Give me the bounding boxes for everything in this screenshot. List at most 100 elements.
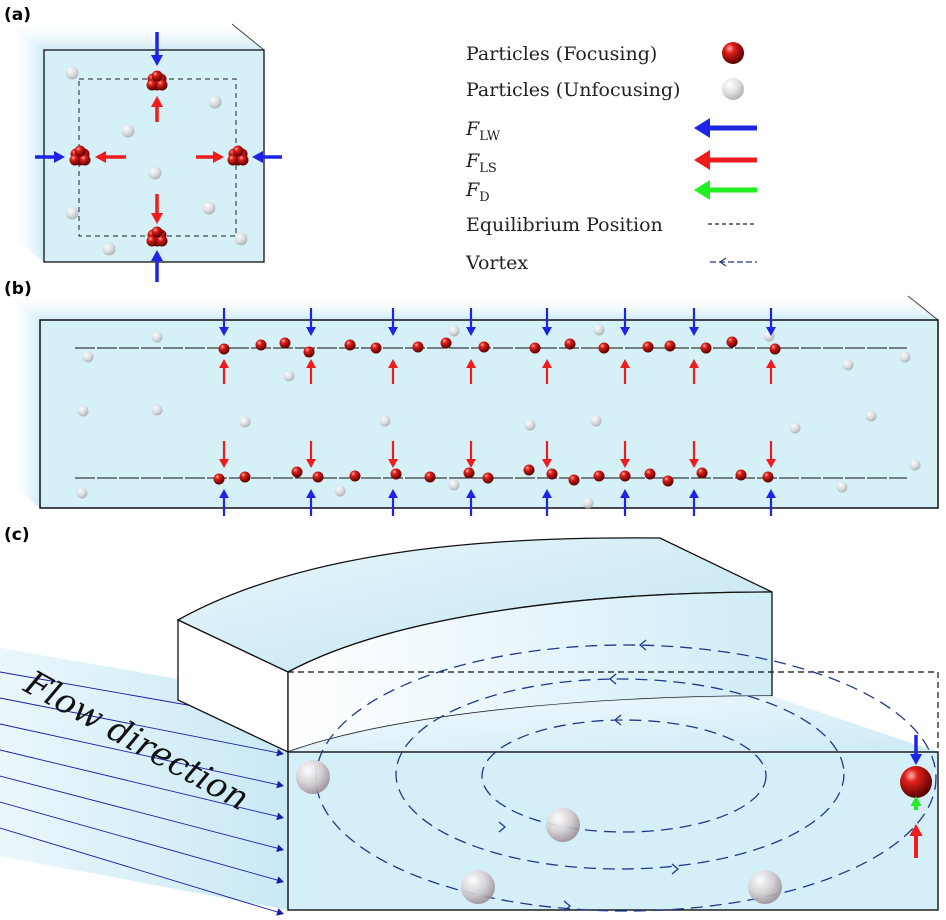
unfocusing-particle-b-20 (836, 481, 848, 493)
flow-line-5 (0, 801, 284, 884)
panel-a-edge (231, 23, 265, 51)
expansion-dashed-outline (288, 671, 939, 752)
focus-drag-arrow (910, 796, 922, 810)
unfocusing-particle-b-11 (379, 415, 391, 427)
lower-focusing-particle-3 (312, 471, 324, 483)
large-unfocusing-particle-1 (546, 808, 580, 842)
lower-shear-lift-arrow-0-head (219, 459, 229, 468)
cluster-right-particle-5 (232, 145, 244, 157)
cluster-top (146, 70, 168, 91)
flow-line-1-shaft (0, 697, 278, 754)
lower-shear-lift-arrow-6-head (689, 459, 699, 468)
legend-flw-symbol: F (465, 118, 480, 140)
upper-focusing-particle-0 (218, 343, 230, 355)
upper-shear-lift-arrow-7 (766, 359, 776, 384)
left-wall-lift-arrow (35, 150, 65, 164)
cluster-right-particle-4 (237, 154, 249, 166)
lower-wall-lift-arrow-4-head (542, 489, 552, 498)
lower-shear-lift-arrow-7-head (766, 459, 776, 468)
legend-label-fls: FLS (465, 150, 497, 176)
focus-shear-lift-arrow (909, 824, 923, 858)
upper-shear-lift-arrow-4-head (542, 359, 552, 368)
upper-wall-lift-arrow-3 (466, 308, 476, 336)
unfocusing-particle-b-6 (842, 359, 854, 371)
lower-shear-lift-arrow-4-head (542, 459, 552, 468)
upper-wall-lift-arrow-5-head (620, 327, 630, 336)
lower-focusing-particle-16 (696, 467, 708, 479)
unfocusing-particle-b-19 (582, 497, 594, 509)
flow-line-5-head (276, 876, 284, 884)
bottom-wall-lift-arrow (150, 250, 164, 282)
legend-fd-subscript: D (479, 190, 489, 205)
legend-flw-arrow-icon (694, 118, 757, 138)
top-shear-lift-arrow-head (150, 96, 164, 107)
upper-shear-lift-arrow-4 (542, 359, 552, 384)
flow-line-4-head (276, 844, 284, 852)
lower-focusing-particle-7 (463, 467, 475, 479)
top-shear-lift-arrow (150, 96, 164, 122)
upper-shear-lift-arrow-1-head (306, 359, 316, 368)
expansion-front-face (287, 751, 939, 911)
flow-lines (0, 671, 284, 916)
upper-focusing-particle-13 (664, 340, 676, 352)
flow-line-6-head (276, 908, 284, 916)
legend-label-focusing: Particles (Focusing) (466, 43, 657, 65)
lower-wall-lift-arrow-6-head (689, 489, 699, 498)
cluster-left (69, 145, 91, 166)
flow-line-1-head (276, 748, 284, 757)
large-focusing-particle (900, 766, 932, 798)
unfocusing-particle-b-17 (334, 485, 346, 497)
upper-focusing-particle-16 (769, 343, 781, 355)
right-wall-lift-arrow (252, 150, 282, 164)
lower-shear-lift-arrow-3-head (466, 459, 476, 468)
cluster-right (227, 145, 249, 166)
lower-wall-lift-arrow-7-head (766, 489, 776, 498)
panel-a-unfocusing-particles (65, 66, 248, 256)
lower-focusing-particle-0 (213, 473, 225, 485)
lower-shear-lift-arrow-3 (466, 441, 476, 468)
focus-wall-lift-arrow-head (909, 754, 923, 765)
lower-wall-lift-arrow-3-head (466, 489, 476, 498)
upper-shear-lift-arrow-5-head (620, 359, 630, 368)
cluster-top-particle-5 (151, 70, 163, 82)
unfocusing-particle-b-13 (590, 415, 602, 427)
lower-focusing-particle-9 (523, 464, 535, 476)
vortex-chevron-outer-top (638, 639, 647, 651)
upper-wall-lift-arrow-2-head (388, 327, 398, 336)
unfocusing-particle-b-7 (899, 351, 911, 363)
legend-label-flw: FLW (465, 118, 501, 144)
unfocusing-particle-a-2 (121, 124, 135, 138)
unfocusing-particle-b-21 (909, 459, 921, 471)
panel-b-force-arrows (219, 308, 776, 516)
flow-line-4-shaft (0, 775, 278, 849)
upper-shear-lift-arrow-5 (620, 359, 630, 384)
focus-shear-lift-arrow-head (909, 824, 923, 836)
unfocusing-particle-a-4 (65, 206, 79, 220)
vortex-chevron-outer-bottom (563, 900, 572, 912)
lower-shear-lift-arrow-5 (620, 441, 630, 468)
upper-shear-lift-arrow-3 (466, 359, 476, 384)
large-unfocusing-particle-0 (296, 760, 330, 794)
lower-wall-lift-arrow-2 (388, 489, 398, 516)
panel-c-unfocusing-particles (296, 760, 782, 904)
lower-focusing-particle-8 (482, 472, 494, 484)
panel-b-unfocusing-particles (76, 324, 921, 509)
lower-wall-lift-arrow-5-head (620, 489, 630, 498)
lower-focusing-particle-1 (239, 471, 251, 483)
legend-fls-arrow-icon (694, 150, 757, 170)
upper-focusing-particle-6 (412, 341, 424, 353)
vortex-middle-loop (395, 678, 845, 870)
upper-shear-lift-arrow-3-head (466, 359, 476, 368)
legend-label-vortex: Vortex (465, 252, 528, 274)
flow-line-1 (0, 697, 284, 757)
upper-shear-lift-arrow-7-head (766, 359, 776, 368)
legend-fls-symbol: F (465, 150, 480, 172)
lower-shear-lift-arrow-2-head (388, 459, 398, 468)
upper-wall-lift-arrow-4 (542, 308, 552, 336)
panel-c-focusing-particle-group (900, 735, 932, 858)
upper-wall-lift-arrow-6-head (689, 327, 699, 336)
flow-line-5-shaft (0, 801, 278, 881)
unfocusing-particle-b-14 (789, 422, 801, 434)
unfocusing-particle-b-16 (76, 487, 88, 499)
upper-wall-lift-arrow-7 (766, 308, 776, 336)
